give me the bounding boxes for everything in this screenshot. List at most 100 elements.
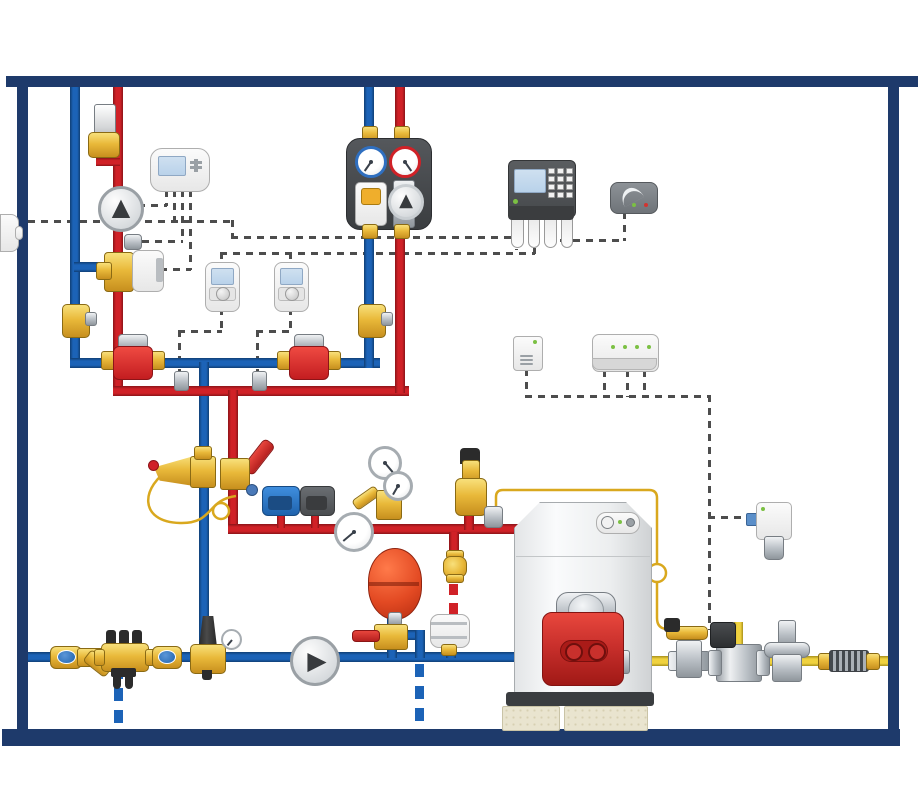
mixing-valve-arm bbox=[96, 262, 112, 280]
gas-thermal-shutoff bbox=[676, 640, 702, 678]
pipe-return-drop bbox=[199, 362, 209, 658]
phone-led-green bbox=[632, 203, 636, 207]
wire-t2-down bbox=[289, 308, 292, 332]
pipe-boiler-supply bbox=[228, 524, 520, 534]
circulation-pump-2: ▶ bbox=[290, 636, 340, 686]
pipe-return-main bbox=[28, 652, 516, 662]
pump-1-flow-icon: ▲ bbox=[111, 193, 131, 221]
balancing-valve bbox=[220, 458, 250, 490]
wire-t2-h bbox=[256, 330, 291, 333]
pipe-drain-dashed-2 bbox=[415, 664, 424, 724]
safety-valve bbox=[455, 478, 487, 516]
room-sensor-slot-3 bbox=[520, 363, 533, 365]
wire-detector-h bbox=[708, 516, 754, 519]
switching-module-base bbox=[592, 358, 657, 370]
keypad-key bbox=[557, 184, 564, 190]
wire-t2-up bbox=[289, 252, 292, 264]
heat-meter-2-body bbox=[289, 346, 329, 380]
room-sensor bbox=[513, 336, 543, 371]
switching-module-leds bbox=[611, 345, 651, 349]
pipe-fill-drop bbox=[449, 532, 459, 560]
keypad-key bbox=[548, 168, 555, 174]
pipe-gas-solenoid-stub bbox=[734, 622, 743, 656]
module-led bbox=[611, 345, 615, 349]
keypad-key bbox=[557, 168, 564, 174]
tank-valve-handle bbox=[352, 630, 380, 642]
wire-module-drop-2 bbox=[626, 370, 629, 397]
differential-bypass-valve bbox=[190, 456, 216, 488]
expansion-tank-flange bbox=[369, 582, 419, 586]
burner-port-2 bbox=[588, 643, 606, 661]
boiler-power-button bbox=[601, 516, 614, 529]
room-sensor-slot-2 bbox=[520, 359, 533, 361]
wire-thermostat-bus-drop bbox=[533, 248, 536, 254]
gas-solenoid-flange-l bbox=[708, 650, 722, 676]
gas-flex-end-r bbox=[866, 653, 880, 670]
air-separator-band-2 bbox=[431, 636, 467, 639]
room-thermostat-2-display bbox=[280, 268, 303, 285]
bypass-valve-cone bbox=[154, 456, 194, 486]
air-vent-body bbox=[88, 132, 120, 158]
burner-port-1 bbox=[565, 643, 583, 661]
return-valve-1-tab bbox=[85, 312, 97, 326]
wire-roomsensor-drop bbox=[525, 369, 528, 397]
room-controller-display bbox=[158, 156, 186, 176]
phone-led-red bbox=[644, 203, 648, 207]
wire-thermostat-bus bbox=[220, 252, 535, 255]
pipe-return-meter-line bbox=[70, 358, 380, 368]
thermostat-switch-blue-panel bbox=[268, 496, 292, 510]
mixing-valve-actuator-side bbox=[156, 258, 163, 282]
wire-t1-down bbox=[220, 308, 223, 332]
wire-t1-h bbox=[178, 330, 222, 333]
bypass-valve-nut bbox=[194, 446, 212, 460]
module-led bbox=[623, 345, 627, 349]
wire-gas-drop bbox=[708, 395, 711, 630]
wire-module-drop-3 bbox=[643, 370, 646, 397]
support-block-2 bbox=[564, 706, 648, 731]
control-panel-glands bbox=[511, 216, 573, 248]
keypad-key bbox=[548, 192, 555, 198]
room-thermostat-1-dial bbox=[216, 287, 230, 301]
ceiling-beam bbox=[6, 76, 918, 87]
floor-beam bbox=[2, 729, 900, 746]
room-controller-glyph bbox=[190, 159, 202, 172]
wire-ctrl-actuator bbox=[189, 190, 192, 270]
panel-cable-gland bbox=[544, 216, 557, 248]
outdoor-sensor-tab bbox=[15, 226, 23, 240]
air-separator-fitting bbox=[441, 644, 457, 656]
circulation-pump-1: ▲ bbox=[98, 186, 144, 232]
bypass-valve-tip bbox=[148, 460, 159, 471]
gas-flex-hose bbox=[829, 650, 869, 672]
keypad-key bbox=[566, 168, 573, 174]
pressure-gauge bbox=[334, 512, 374, 552]
room-sensor-led bbox=[533, 340, 537, 344]
panel-cable-gland bbox=[511, 216, 524, 248]
wire-phone-drop-b bbox=[623, 212, 626, 241]
pump-station-fitting-br bbox=[394, 224, 410, 239]
keypad-key bbox=[566, 184, 573, 190]
pressure-reducer-stub bbox=[202, 670, 212, 680]
pipe-vent-elbow-h bbox=[96, 158, 120, 166]
ball-valve-2-lens bbox=[158, 650, 176, 664]
pump-station-gauge-supply bbox=[389, 146, 421, 178]
filter-drain-fork bbox=[111, 668, 136, 677]
filter-drain-prong-1 bbox=[113, 675, 121, 689]
room-thermostat-1-display bbox=[211, 268, 234, 285]
pressure-reducer-cone bbox=[198, 616, 218, 648]
panel-cable-gland bbox=[560, 216, 573, 248]
wire-ctrl-pump bbox=[165, 190, 168, 206]
pump-station-flow-icon: ▲ bbox=[399, 190, 413, 211]
wire-outdoor-bus-jog bbox=[231, 220, 234, 238]
control-panel-keypad bbox=[548, 168, 573, 198]
pipe-stub-switch-1 bbox=[277, 508, 285, 528]
control-panel-led bbox=[513, 199, 518, 204]
wire-t1-up bbox=[220, 252, 223, 264]
pipe-stub-switch-2 bbox=[311, 508, 319, 528]
room-thermostat-2-dial bbox=[285, 287, 299, 301]
balancing-valve-cap bbox=[246, 484, 258, 496]
pump-2-flow-icon: ▶ bbox=[307, 646, 327, 675]
filter-cap-2 bbox=[119, 630, 129, 645]
pipe-supply-header bbox=[113, 386, 409, 396]
return-valve-2-tab bbox=[381, 312, 393, 326]
